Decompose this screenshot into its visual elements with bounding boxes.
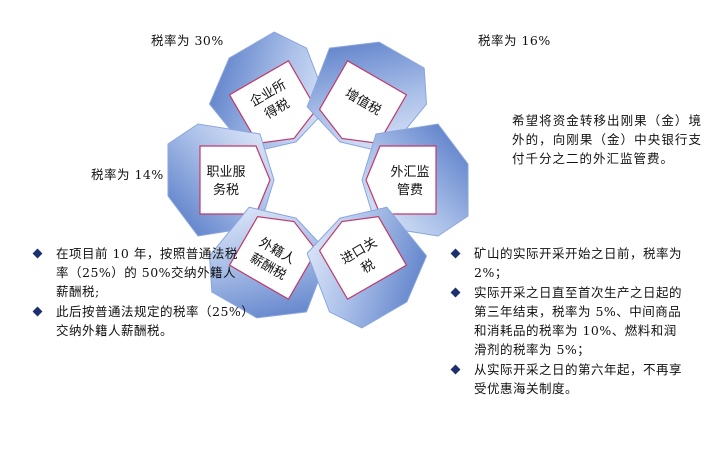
label-import-line2: 税 <box>359 257 378 276</box>
label-fx-line2: 管费 <box>397 183 423 198</box>
petal-corporate-income-tax <box>208 31 330 154</box>
petal-vat <box>306 41 428 154</box>
petal-fx-supervision-fee <box>361 123 469 237</box>
rate-professional: 税率为 14% <box>91 167 164 182</box>
list-item: 矿山的实际开采开始之日前，税率为 2%； <box>450 244 682 282</box>
diamond-bullet-icon <box>450 287 461 298</box>
label-job-line1: 职业服 <box>206 165 245 180</box>
expat-tax-notes: 在项目前 10 年，按照普通法税率（25%）的 50%交纳外籍人薪酬税; 此后按… <box>32 244 249 341</box>
rate-vat: 税率为 16% <box>478 33 551 48</box>
petal-professional-services-tax <box>167 123 275 237</box>
label-fx-line1: 外汇监 <box>390 165 429 180</box>
import-duty-notes: 矿山的实际开采开始之日前，税率为 2%； 实际开采之日直至首次生产之日起的第三年… <box>450 244 682 399</box>
label-job-line2: 务税 <box>213 182 239 198</box>
petal-expat-salary-tax <box>208 206 330 319</box>
list-item: 从实际开采之日的第六年起，不再享受优惠海关制度。 <box>450 360 682 398</box>
list-item: 此后按普通法规定的税率（25%）交纳外籍人薪酬税。 <box>32 302 249 340</box>
rate-corporate: 税率为 30% <box>151 33 224 48</box>
list-item: 在项目前 10 年，按照普通法税率（25%）的 50%交纳外籍人薪酬税; <box>32 244 249 301</box>
diamond-bullet-icon <box>450 364 461 375</box>
diamond-bullet-icon <box>450 248 461 259</box>
fx-fee-note: 希望将资金转移出刚果（金）境外的，向刚果（金）中央银行支付千分之二的外汇监管费。 <box>512 113 702 166</box>
petal-import-duty <box>306 206 428 329</box>
diamond-bullet-icon <box>32 248 43 259</box>
diamond-bullet-icon <box>32 306 43 317</box>
list-item: 实际开采之日直至首次生产之日起的第三年结束，税率为 5%、中间商品和消耗品的税率… <box>450 283 682 359</box>
